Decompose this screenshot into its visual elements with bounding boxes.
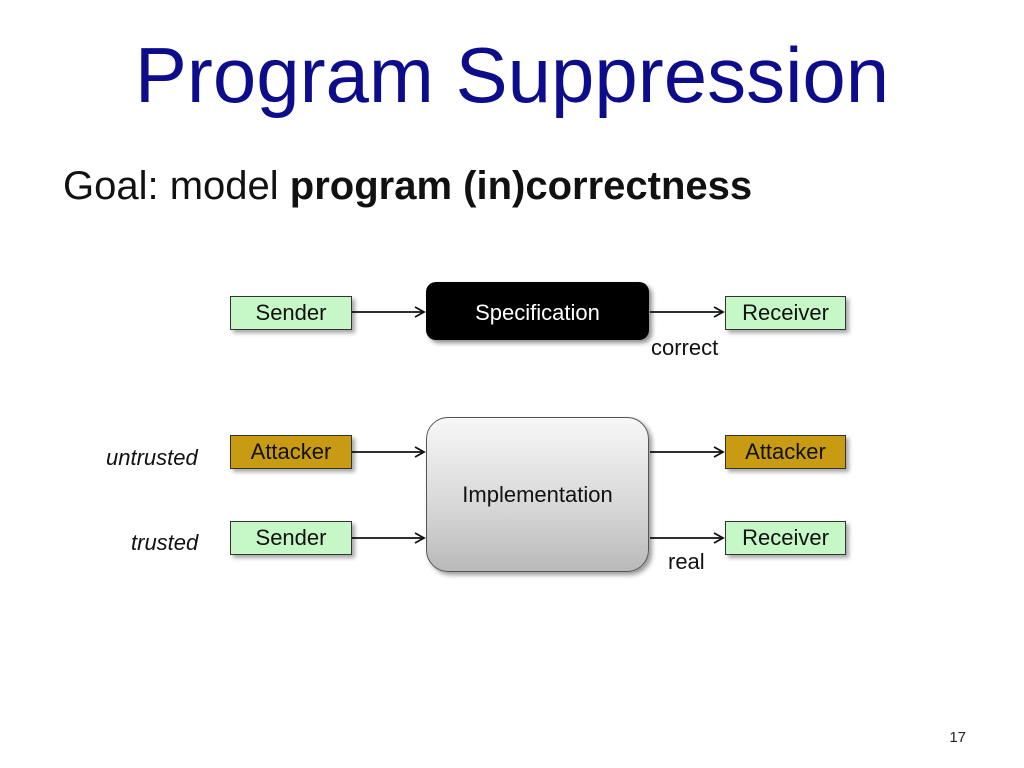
goal-emphasis: program (in)correctness (289, 164, 753, 208)
spec-sender-box: Sender (230, 296, 352, 330)
spec-receiver-box: Receiver (725, 296, 846, 330)
trusted-label: trusted (131, 530, 199, 555)
correct-label: correct (651, 335, 719, 360)
impl-sender-box: Sender (230, 521, 352, 555)
attacker-input-box: Attacker (230, 435, 352, 469)
attacker-output-box: Attacker (725, 435, 846, 469)
goal-prefix: Goal: model (63, 164, 290, 208)
implementation-box: Implementation (426, 417, 649, 572)
page-number: 17 (949, 729, 966, 746)
untrusted-label: untrusted (106, 445, 198, 470)
slide-title: Program Suppression (134, 31, 890, 119)
real-label: real (668, 549, 705, 574)
specification-box: Specification (426, 282, 649, 340)
goal-statement: Goal: model program (in)correctness (63, 166, 752, 206)
impl-receiver-box: Receiver (725, 521, 846, 555)
